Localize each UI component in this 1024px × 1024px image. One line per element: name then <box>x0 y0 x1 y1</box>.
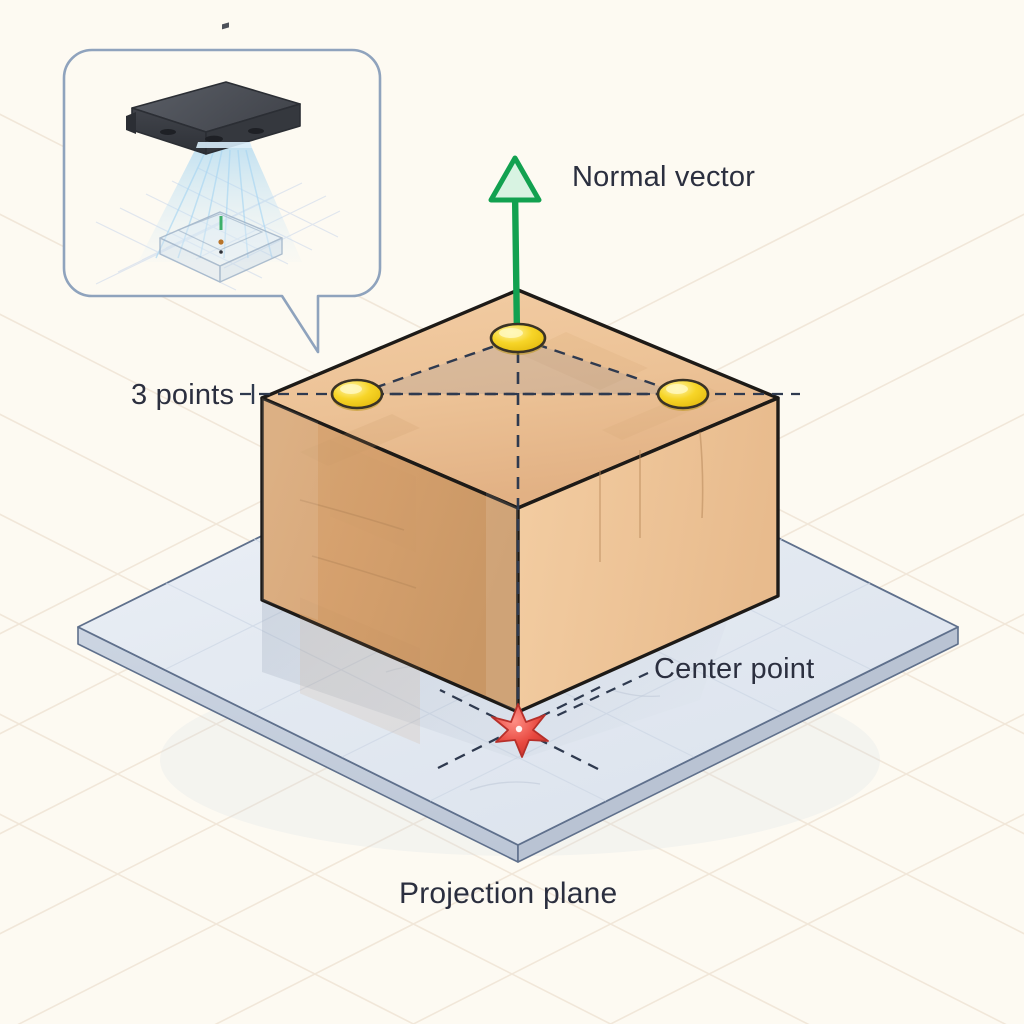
normal-vector-arrow <box>488 155 542 340</box>
sample-point-markers[interactable] <box>330 322 710 411</box>
label-normal-vector: Normal vector <box>572 161 756 193</box>
label-center-point: Center point <box>654 653 815 685</box>
box-right-face <box>516 396 780 714</box>
scanned-box-wireframe <box>159 211 283 283</box>
center-point-marker[interactable] <box>491 703 549 758</box>
label-three-points: 3 points <box>131 379 235 411</box>
center-crosshair <box>437 685 601 771</box>
3d-scanner-device <box>126 22 301 155</box>
point-marker-left <box>330 378 384 411</box>
fitted-plane-triangle <box>355 336 685 396</box>
point-marker-right <box>656 378 710 411</box>
label-projection-plane: Projection plane <box>399 877 618 910</box>
structured-light-cone <box>138 148 302 262</box>
point-marker-apex <box>489 322 547 355</box>
